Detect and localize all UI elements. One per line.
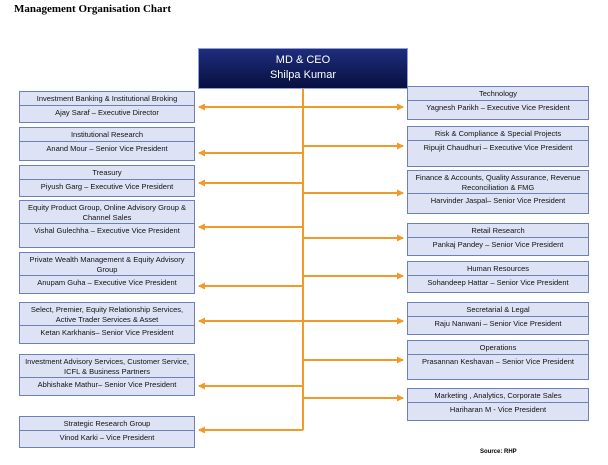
division-label: Finance & Accounts, Quality Assurance, R… (408, 171, 588, 194)
right-box-risk-compliance: Risk & Compliance & Special Projects Rip… (407, 126, 589, 167)
right-box-retail-research: Retail Research Pankaj Pandey – Senior V… (407, 223, 589, 256)
source-note: Source: RHP (480, 449, 517, 455)
left-box-equity-product-group: Equity Product Group, Online Advisory Gr… (19, 200, 195, 248)
division-label: Equity Product Group, Online Advisory Gr… (20, 201, 194, 224)
person-label: Abhishake Mathur– Senior Vice President (37, 380, 177, 389)
left-box-investment-banking: Investment Banking & Institutional Broki… (19, 91, 195, 123)
division-label: Technology (408, 87, 588, 101)
person-label: Pankaj Pandey – Senior Vice President (432, 239, 564, 249)
person-label: Sohandeep Hattar – Senior Vice President (427, 277, 569, 287)
left-box-strategic-research: Strategic Research Group Vinod Karki – V… (19, 416, 195, 448)
person-label: Yagnesh Parikh – Executive Vice Presiden… (426, 102, 570, 112)
division-label: Secretarial & Legal (408, 303, 588, 317)
right-box-marketing: Marketing , Analytics, Corporate Sales H… (407, 388, 589, 421)
person-label: Ketan Karkhanis– Senior Vice President (40, 328, 174, 337)
person-label: Ajay Saraf – Executive Director (55, 107, 159, 117)
division-label: Marketing , Analytics, Corporate Sales (408, 389, 588, 403)
right-box-human-resources: Human Resources Sohandeep Hattar – Senio… (407, 261, 589, 293)
left-box-institutional-research: Institutional Research Anand Mour – Seni… (19, 127, 195, 161)
person-label: Prasannan Keshavan – Senior Vice Preside… (421, 356, 575, 366)
ceo-name: Shilpa Kumar (269, 69, 337, 81)
division-label: Strategic Research Group (20, 417, 194, 431)
division-label: Select, Premier, Equity Relationship Ser… (20, 303, 194, 326)
person-label: Piyush Garg – Executive Vice President (40, 181, 174, 191)
division-label: Investment Advisory Services, Customer S… (20, 355, 194, 378)
division-label: Human Resources (408, 262, 588, 276)
right-box-technology: Technology Yagnesh Parikh – Executive Vi… (407, 86, 589, 120)
division-label: Institutional Research (20, 128, 194, 142)
person-label: Vishal Gulechha – Executive Vice Preside… (34, 226, 180, 235)
person-label: Hariharan M - Vice President (449, 404, 547, 414)
left-box-treasury: Treasury Piyush Garg – Executive Vice Pr… (19, 165, 195, 197)
division-label: Investment Banking & Institutional Broki… (20, 92, 194, 106)
division-label: Retail Research (408, 224, 588, 238)
ceo-box: MD & CEO Shilpa Kumar (198, 48, 408, 89)
division-label: Operations (408, 341, 588, 355)
right-box-finance-accounts: Finance & Accounts, Quality Assurance, R… (407, 170, 589, 214)
division-label: Private Wealth Management & Equity Advis… (20, 253, 194, 276)
chart-title: Management Organisation Chart (14, 3, 172, 15)
division-label: Treasury (20, 166, 194, 180)
right-box-operations: Operations Prasannan Keshavan – Senior V… (407, 340, 589, 380)
person-label: Ripujit Chaudhuri – Executive Vice Presi… (423, 142, 573, 152)
ceo-title: MD & CEO (275, 54, 331, 66)
left-box-private-wealth: Private Wealth Management & Equity Advis… (19, 252, 195, 294)
person-label: Vinod Karki – Vice President (59, 432, 155, 442)
left-box-select-premier: Select, Premier, Equity Relationship Ser… (19, 302, 195, 344)
left-box-investment-advisory: Investment Advisory Services, Customer S… (19, 354, 195, 396)
division-label: Risk & Compliance & Special Projects (408, 127, 588, 141)
person-label: Harvinder Jaspal– Senior Vice President (430, 196, 566, 205)
person-label: Raju Nanwani – Senior Vice President (434, 318, 562, 328)
right-box-secretarial-legal: Secretarial & Legal Raju Nanwani – Senio… (407, 302, 589, 335)
person-label: Anupam Guha – Executive Vice President (37, 278, 177, 287)
person-label: Anand Mour – Senior Vice President (46, 143, 168, 153)
